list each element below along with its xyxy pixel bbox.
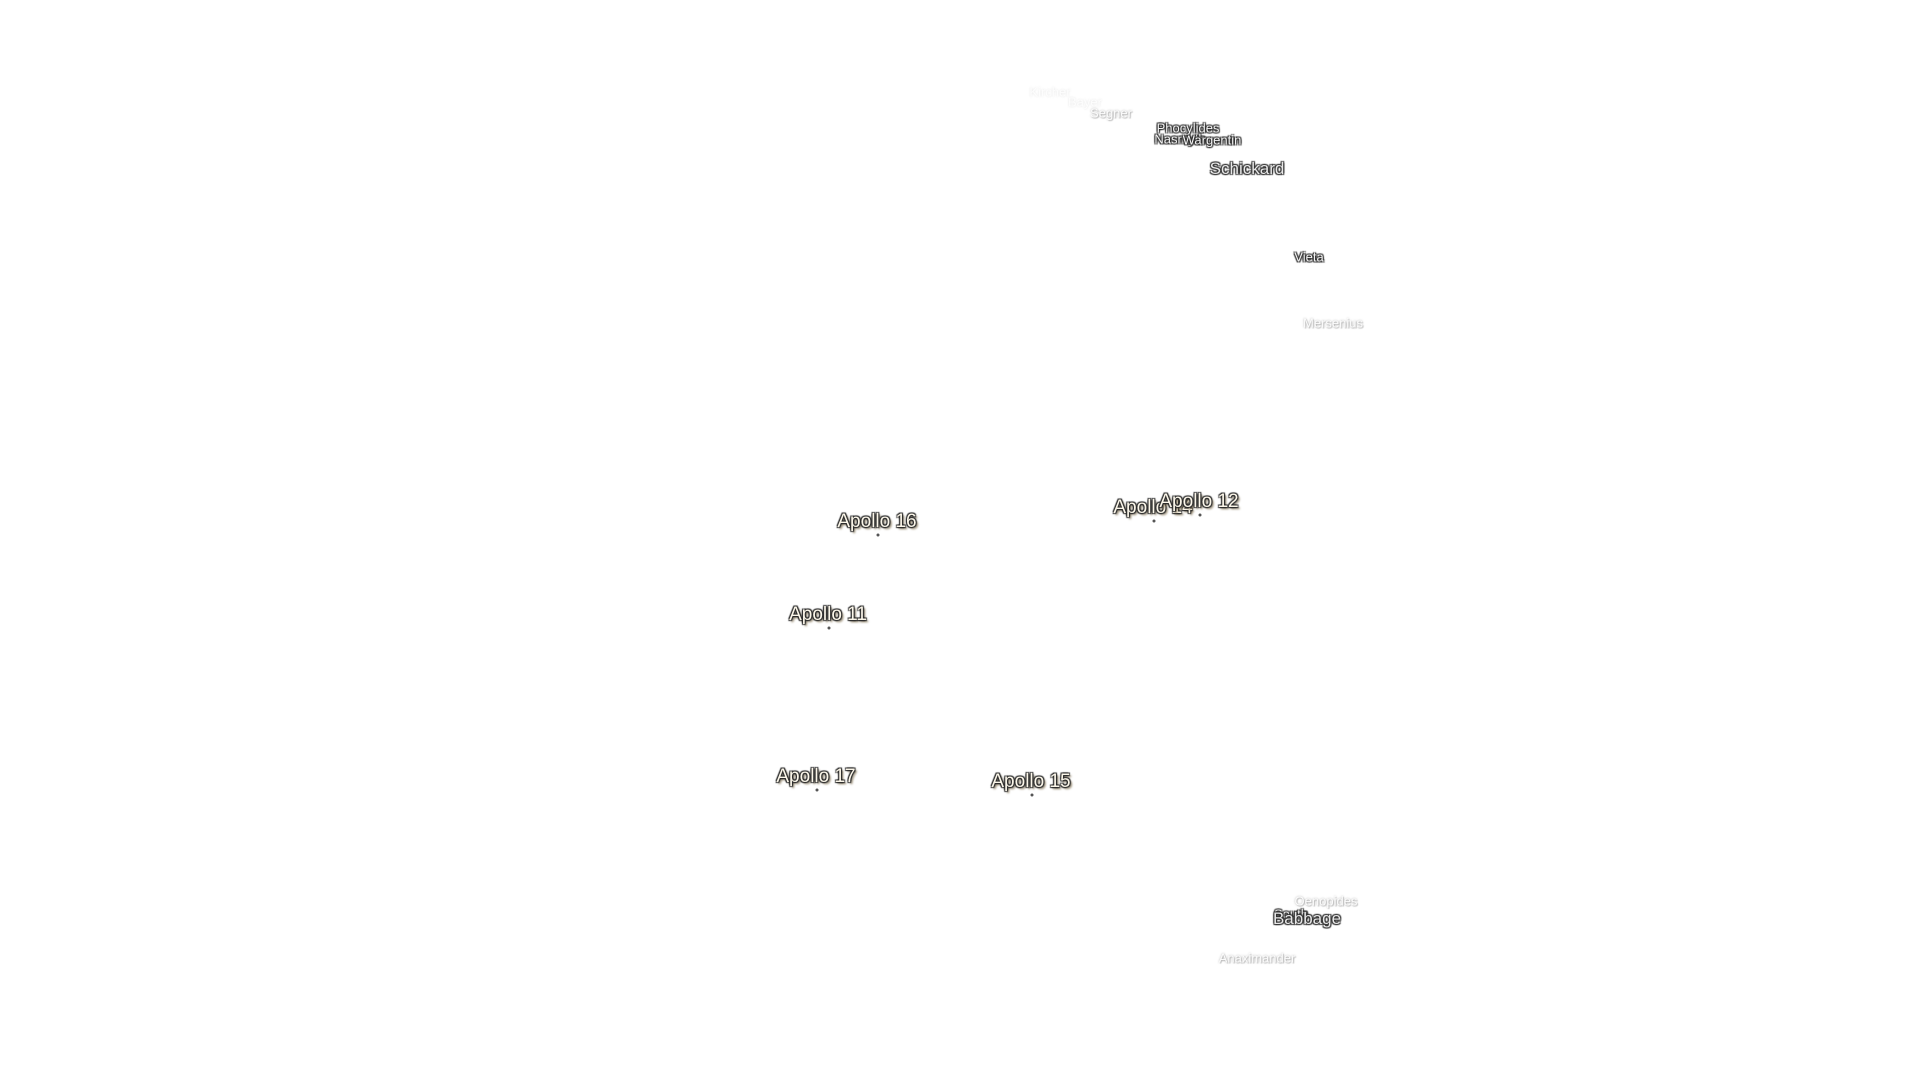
- apollo-12-marker[interactable]: [1198, 513, 1202, 517]
- apollo-11-label[interactable]: Apollo 11: [789, 604, 867, 625]
- crater-label-nasmyth[interactable]: Nasmyth: [1154, 131, 1206, 147]
- apollo-11-marker[interactable]: [827, 626, 831, 630]
- apollo-17-label[interactable]: Apollo 17: [776, 766, 856, 787]
- apollo-14-label[interactable]: Apollo 14: [1113, 497, 1193, 518]
- crater-label-oenopides[interactable]: Oenopides: [1294, 893, 1358, 909]
- crater-label-segner[interactable]: Segner: [1090, 105, 1132, 121]
- crater-label-vieta[interactable]: Vieta: [1294, 249, 1324, 265]
- crater-label-mersenius[interactable]: Mersenius: [1303, 315, 1363, 331]
- crater-label-bayer[interactable]: Bayer: [1068, 94, 1102, 110]
- crater-label-schickard[interactable]: Schickard: [1209, 159, 1285, 178]
- apollo-15-marker[interactable]: [1030, 793, 1034, 797]
- apollo-16-label[interactable]: Apollo 16: [837, 511, 917, 532]
- apollo-15-label[interactable]: Apollo 15: [991, 771, 1071, 792]
- apollo-14-marker[interactable]: [1152, 519, 1156, 523]
- crater-label-phocylides[interactable]: Phocylides: [1156, 120, 1220, 136]
- crater-label-babbage[interactable]: Babbage: [1272, 909, 1342, 928]
- crater-label-wargentin[interactable]: Wargentin: [1182, 132, 1242, 148]
- apollo-17-marker[interactable]: [815, 788, 819, 792]
- crater-label-anaximander[interactable]: Anaximander: [1218, 950, 1296, 966]
- crater-label-kircher[interactable]: Kircher: [1029, 84, 1071, 100]
- apollo-12-label[interactable]: Apollo 12: [1159, 491, 1239, 512]
- apollo-16-marker[interactable]: [876, 533, 880, 537]
- crater-label-south[interactable]: South: [1274, 906, 1308, 922]
